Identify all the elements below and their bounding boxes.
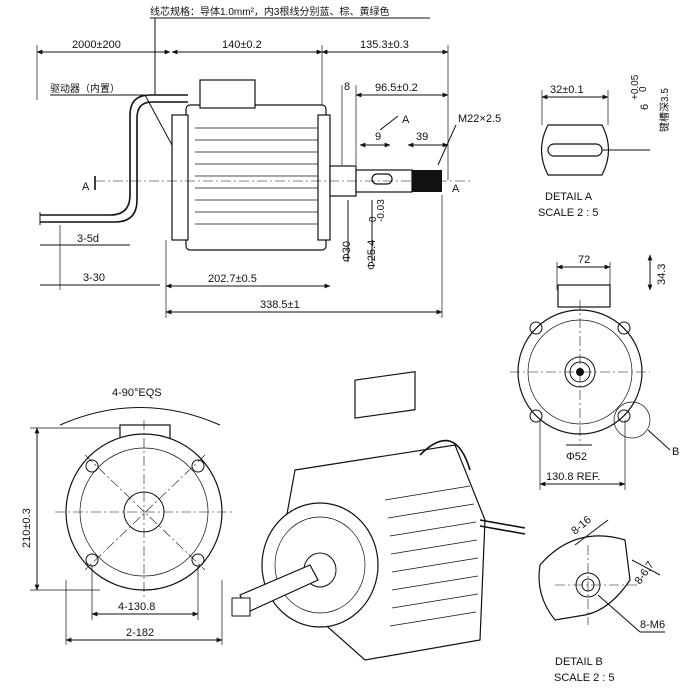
tol-key-upper: +0.05 [630, 74, 641, 100]
thread-note: M22×2.5 [458, 113, 501, 125]
front-end-view: 4-90°EQS 210±0.3 4-130.8 2-182 [21, 387, 235, 645]
dim-thread: 8-M6 [640, 619, 665, 631]
iso-fins [384, 485, 479, 627]
dim-body-overall: 202.7±0.5 [208, 273, 257, 285]
section-a-label-top: A [402, 114, 410, 126]
wire-spec-note: 线芯规格：导体1.0mm²，内3根线分别蓝、棕、黄绿色 [150, 5, 389, 18]
key-depth-note: 键槽深3.5 [658, 88, 671, 132]
dim-height: 210±0.3 [21, 508, 33, 548]
dim-ref: 130.8 REF. [546, 471, 600, 483]
dim-key-width: 32±0.1 [550, 84, 584, 96]
dim-dia-30: Φ30 [341, 241, 353, 262]
detail-a-scale: SCALE 2 : 5 [538, 207, 599, 219]
tol-dia-lower: -0.03 [376, 199, 387, 222]
dim-overall: 338.5±1 [260, 299, 300, 311]
dim-thread-len: 39 [416, 131, 428, 143]
driver-note: 驱动器（内置） [50, 82, 120, 95]
detail-b: 8-16 8-6.7 8-M6 DETAIL B SCALE 2 : 5 [538, 514, 665, 684]
tol-key-lower: 0 [638, 86, 649, 92]
dim-width: 2-182 [126, 627, 154, 639]
dim-strip: 3-5d [77, 233, 99, 245]
section-a-right: A [452, 183, 460, 195]
detail-b-title: DETAIL B [555, 656, 603, 668]
body-fins [195, 127, 318, 225]
detail-a-title: DETAIL A [545, 191, 593, 203]
dim-key-offset: 9 [375, 131, 381, 143]
callout-b: B [672, 446, 679, 458]
isometric-view [231, 370, 526, 661]
dim-slot-w: 8-6.7 [633, 559, 657, 586]
dim-bolt: 4-130.8 [118, 601, 155, 613]
dim-shaft-total: 135.3±0.3 [360, 39, 409, 51]
section-a-left: A [82, 181, 90, 193]
dim-dia-25: Φ25.4 [366, 240, 378, 270]
dim-hub: Φ52 [566, 451, 587, 463]
tol-dia-upper: 0 [368, 216, 379, 222]
dim-lead-length: 2000±200 [72, 39, 121, 51]
dim-body-length: 140±0.2 [222, 39, 262, 51]
dim-box-height: 34.3 [656, 264, 668, 285]
dim-lead-strip: 3-30 [83, 272, 105, 284]
top-side-view: 线芯规格：导体1.0mm²，内3根线分别蓝、棕、黄绿色 2000±200 140… [36, 5, 501, 318]
detail-b-scale: SCALE 2 : 5 [554, 672, 615, 684]
right-end-view: 72 34.3 B Φ52 130.8 REF. [510, 254, 679, 490]
dim-shaft-end: 96.5±0.2 [375, 82, 418, 94]
dim-eqs: 4-90°EQS [112, 387, 162, 399]
detail-a: 32±0.1 6 +0.05 0 键槽深3.5 DETAIL A SCALE 2… [538, 74, 671, 219]
dim-box-width: 72 [578, 254, 590, 266]
dim-key-slot: 6 [639, 104, 651, 110]
dim-shoulder: 8 [344, 81, 350, 93]
